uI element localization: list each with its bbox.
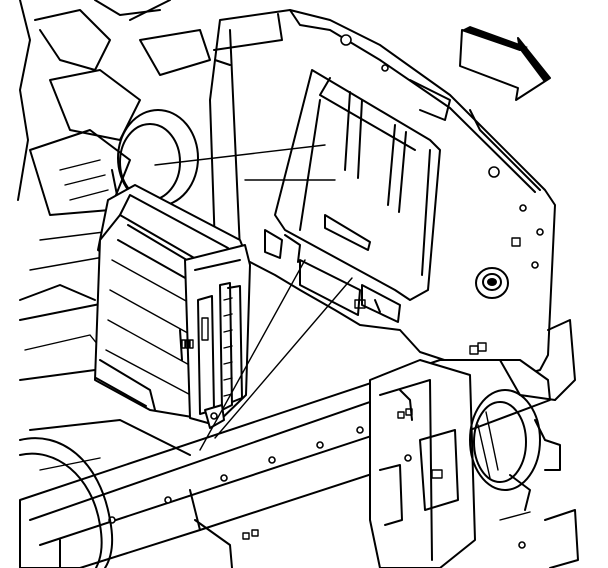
grommet <box>475 267 509 299</box>
radiator-support <box>19 319 579 568</box>
front-direction-arrow <box>459 26 551 101</box>
mounting-bracket-panel <box>209 9 556 381</box>
control-module <box>94 184 251 429</box>
leader-lines <box>154 144 353 451</box>
